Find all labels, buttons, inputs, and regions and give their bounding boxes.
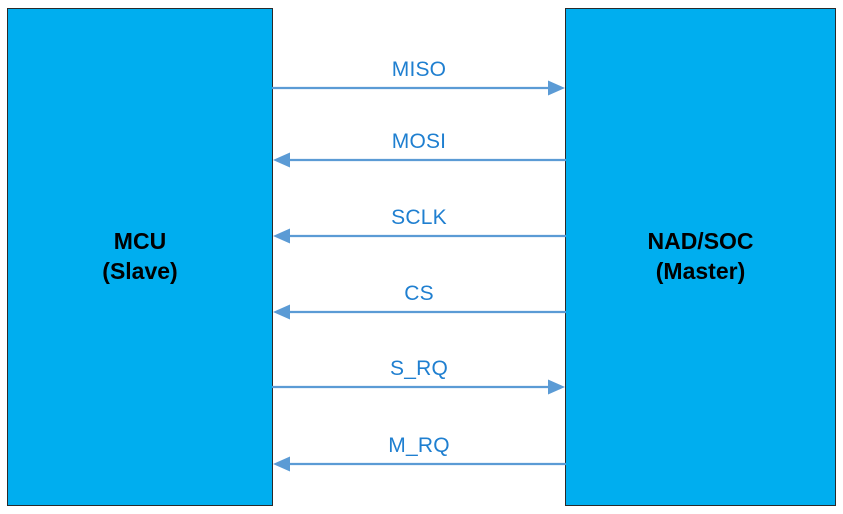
arrow-right-icon-miso	[272, 80, 565, 96]
block-nad-soc[interactable]: NAD/SOC (Master)	[565, 8, 836, 506]
block-mcu[interactable]: MCU (Slave)	[7, 8, 273, 506]
signal-label-cs: CS	[404, 282, 434, 305]
block-mcu-role: (Slave)	[102, 258, 178, 284]
block-nad-soc-role: (Master)	[655, 258, 746, 284]
block-nad-soc-title: NAD/SOC	[647, 228, 754, 255]
signal-label-mosi: MOSI	[391, 130, 447, 153]
arrow-left-icon-sclk	[273, 228, 566, 244]
arrow-left-icon-cs	[273, 304, 566, 320]
block-mcu-title: MCU	[113, 228, 167, 255]
arrow-left-icon-mosi	[273, 152, 566, 168]
signal-label-sclk: SCLK	[391, 206, 447, 229]
arrow-left-icon-m-rq	[273, 456, 566, 472]
signal-label-miso: MISO	[391, 58, 447, 81]
arrow-right-icon-s-rq	[272, 379, 565, 395]
signal-label-s-rq: S_RQ	[390, 357, 448, 380]
signal-label-m-rq: M_RQ	[388, 434, 450, 457]
